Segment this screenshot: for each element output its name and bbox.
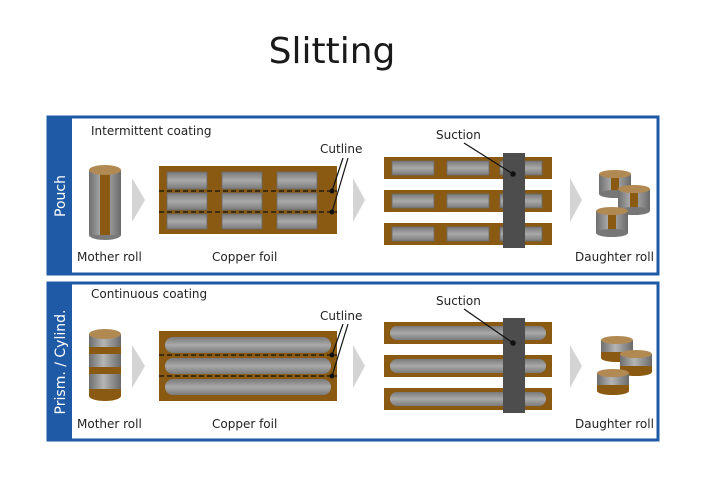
cutline-label: Cutline (320, 309, 362, 323)
process-arrow-icon (132, 345, 145, 388)
mother-roll-icon (89, 329, 121, 401)
daughter-roll-label: Daughter roll (575, 417, 654, 431)
coating-label: Continuous coating (91, 287, 207, 301)
mother-roll-label: Mother roll (77, 250, 142, 264)
coating-label: Intermittent coating (91, 124, 211, 138)
suction-unit (503, 153, 525, 248)
cutline-pointer (331, 323, 349, 377)
cutline-label: Cutline (320, 142, 362, 156)
copper-foil-label: Copper foil (212, 250, 277, 264)
process-arrow-icon (570, 178, 582, 222)
suction-label: Suction (436, 294, 481, 308)
copper-foil-label: Copper foil (212, 417, 277, 431)
suction-pointer (463, 142, 514, 175)
daughter-roll-label: Daughter roll (575, 250, 654, 264)
side-label: Prism. / Cylind. (53, 310, 69, 415)
section-prism-cylind: Prism. / Cylind. Continuous coating Moth… (46, 281, 660, 442)
suction-label: Suction (436, 128, 481, 142)
mother-roll-icon (89, 165, 121, 240)
process-arrow-icon (570, 345, 582, 388)
process-arrow-icon (353, 178, 365, 222)
process-arrow-icon (353, 345, 365, 388)
suction-pointer (463, 308, 514, 344)
cutline-pointer (331, 157, 344, 192)
mother-roll-label: Mother roll (77, 417, 142, 431)
side-label: Pouch (53, 175, 69, 217)
cutline-pointer (331, 323, 344, 356)
process-arrow-icon (132, 178, 145, 222)
suction-unit (503, 318, 525, 413)
daughter-rolls-icon (596, 170, 650, 237)
side-label-bar (48, 117, 72, 274)
slit-strips-continuous (384, 322, 552, 410)
copper-foil-continuous (159, 331, 337, 401)
section-pouch: Pouch Intermittent coating Mother roll (46, 115, 660, 276)
cutline-pointer (331, 157, 349, 213)
copper-foil-intermittent (159, 166, 337, 234)
slit-strips-intermittent (384, 157, 552, 245)
side-label-bar (48, 283, 72, 440)
page-title: Slitting (269, 31, 396, 72)
daughter-rolls-icon (597, 336, 652, 395)
